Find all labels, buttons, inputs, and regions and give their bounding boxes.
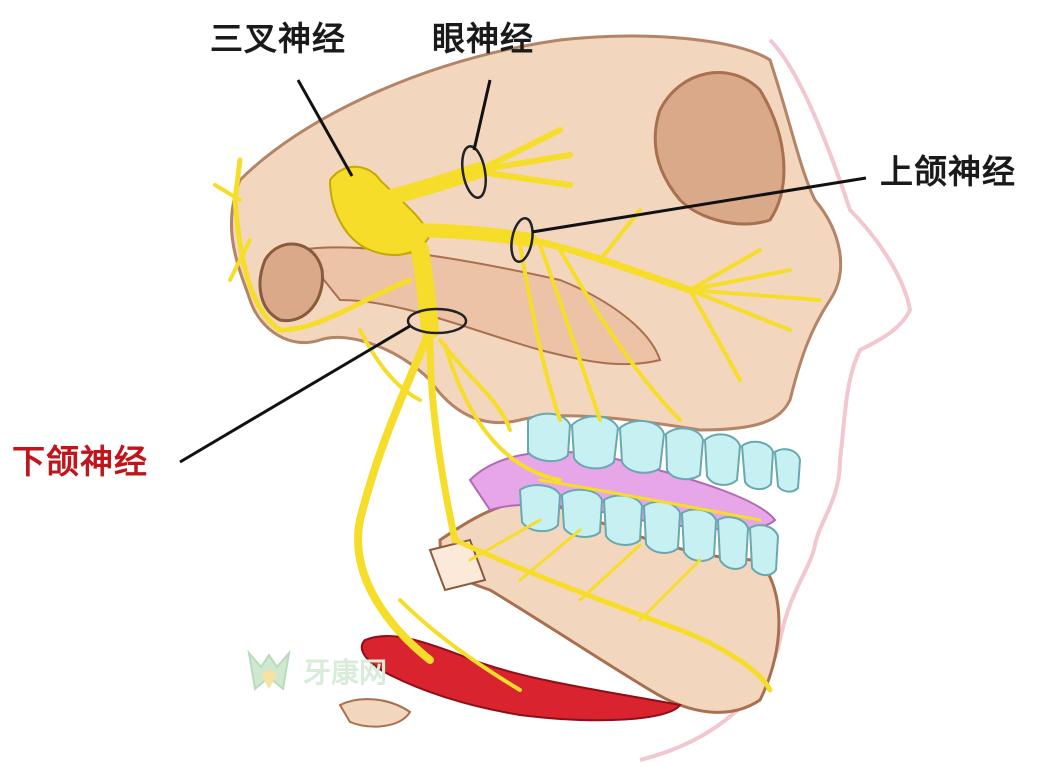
upper-teeth [527, 412, 802, 493]
label-trigeminal-nerve: 三叉神经 [210, 19, 346, 58]
watermark: 牙康网 [243, 645, 387, 697]
logo-icon [247, 649, 291, 691]
label-maxillary-nerve: 上颌神经 [880, 152, 1016, 191]
nerves [213, 127, 822, 693]
orbit [653, 71, 786, 226]
skin-outline [639, 38, 913, 762]
label-mandibular-nerve: 下颌神经 [12, 442, 148, 481]
hyoid [338, 698, 412, 728]
leader-maxillary [531, 176, 867, 234]
muscle [360, 634, 682, 722]
leader-ophthalmic [472, 79, 492, 151]
ophthalmic-ring [461, 145, 487, 199]
leader-trigeminal [296, 79, 354, 177]
label-ophthalmic-nerve: 眼神经 [432, 19, 534, 58]
leader-mandibular [179, 324, 411, 464]
maxillary-ring [510, 217, 534, 263]
ear-canal [258, 242, 324, 323]
mandibular-ring [406, 307, 468, 335]
watermark-text: 牙康网 [303, 656, 388, 689]
lower-teeth [518, 484, 780, 576]
